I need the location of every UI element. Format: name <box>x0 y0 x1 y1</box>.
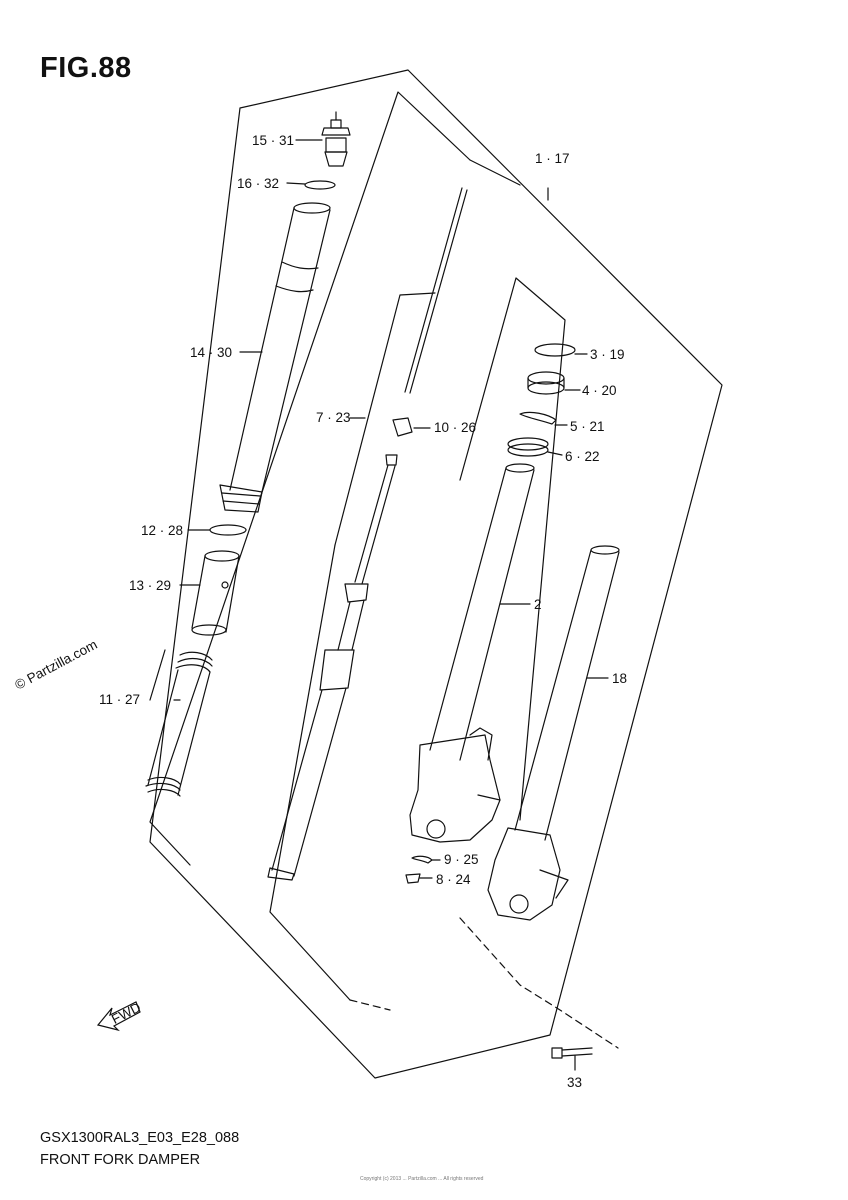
axle-pinch-bolt-part <box>551 1047 593 1059</box>
damper-group-outline <box>149 91 471 866</box>
fwd-label: FWD <box>109 1000 143 1027</box>
callout-11-27: 11 · 27 <box>99 692 140 707</box>
damper-unit-part <box>267 454 398 881</box>
copyright-fineprint: Copyright (c) 2013 ... Partzilla.com ...… <box>360 1176 484 1182</box>
callout-16-32: 16 · 32 <box>237 176 279 191</box>
callout-2: 2 <box>534 597 542 612</box>
partzilla-watermark: © Partzilla.com <box>12 637 99 693</box>
figure-title: FIG.88 <box>40 52 132 84</box>
callout-12-28: 12 · 28 <box>141 523 183 538</box>
drain-bolt-part <box>405 873 421 884</box>
damper-rod-part <box>404 187 468 394</box>
lock-nut-part <box>392 417 413 437</box>
retaining-ring-part <box>209 524 247 536</box>
callout-7-23: 7 · 23 <box>316 410 351 425</box>
spacer-part <box>191 550 240 636</box>
inner-tube-group-outline <box>269 159 521 1001</box>
oil-seal-part <box>527 371 565 395</box>
callout-5-21: 5 · 21 <box>570 419 605 434</box>
forward-direction-arrow: FWD <box>96 1000 143 1032</box>
damper-adjuster-part <box>321 111 351 167</box>
gasket-part <box>411 855 433 864</box>
callout-13-29: 13 · 29 <box>129 578 171 593</box>
callout-8-24: 8 · 24 <box>436 872 471 887</box>
callout-18: 18 <box>612 671 627 686</box>
model-code: GSX1300RAL3_E03_E28_088 <box>40 1130 240 1146</box>
cylinder-part <box>219 202 331 513</box>
outer-tube-left-part <box>409 463 535 843</box>
guide-bushing-part <box>507 437 549 457</box>
callout-6-22: 6 · 22 <box>565 449 600 464</box>
callout-33: 33 <box>567 1075 582 1090</box>
callout-14-30: 14 · 30 <box>190 345 232 360</box>
dust-seal-part <box>534 343 576 357</box>
outer-tube-right-part <box>487 545 620 921</box>
stopper-ring-part <box>519 411 557 425</box>
callout-1-17: 1 · 17 <box>535 151 570 166</box>
diagram-caption: FRONT FORK DAMPER <box>40 1152 201 1168</box>
o-ring-part <box>304 180 336 190</box>
outer-assembly-outline <box>149 69 723 1079</box>
callout-3-19: 3 · 19 <box>590 347 625 362</box>
outer-tube-group-outline <box>459 277 566 821</box>
callout-4-20: 4 · 20 <box>582 383 617 398</box>
callout-9-25: 9 · 25 <box>444 852 479 867</box>
callout-10-26: 10 · 26 <box>434 420 476 435</box>
fork-spring-part <box>145 651 213 797</box>
callout-15-31: 15 · 31 <box>252 133 294 148</box>
